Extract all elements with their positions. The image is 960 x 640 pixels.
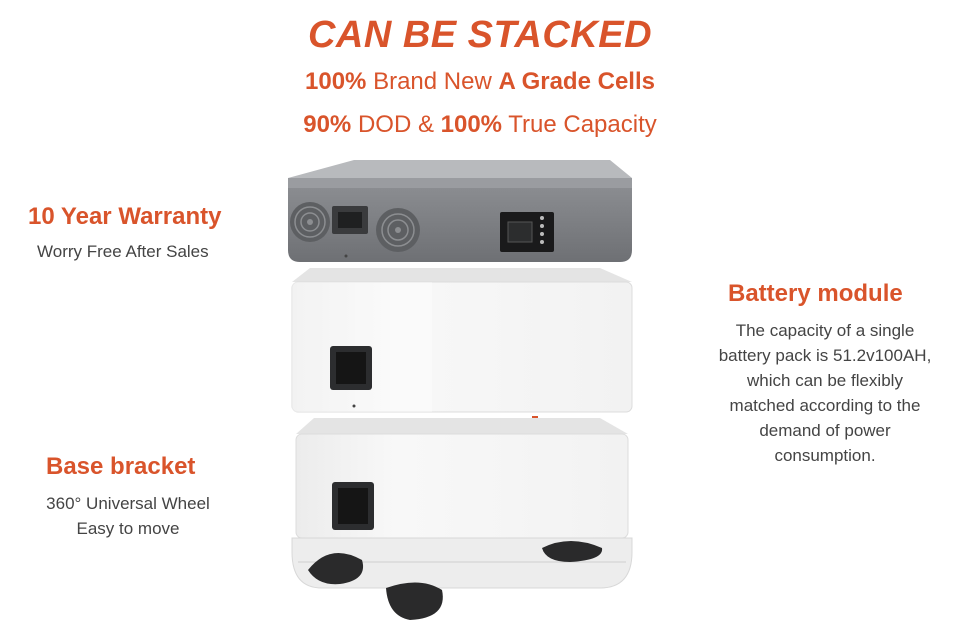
battery-line: which can be flexibly	[747, 371, 903, 390]
warranty-line: Worry Free After Sales	[37, 242, 209, 261]
handle-icon	[332, 482, 374, 530]
battery-line: consumption.	[774, 446, 876, 465]
base-bracket	[291, 537, 633, 620]
battery-line: The capacity of a single	[735, 321, 915, 340]
warranty-text: Worry Free After Sales	[37, 239, 209, 264]
subheadline-dod-pct: 90%	[303, 111, 352, 138]
base-line: 360° Universal Wheel	[46, 494, 210, 513]
wheel-icon	[542, 541, 603, 562]
battery-module-1	[291, 268, 633, 413]
fan-icon	[290, 202, 330, 242]
handle-icon	[330, 346, 372, 390]
module-front	[291, 281, 633, 413]
battery-line: matched according to the	[729, 396, 921, 415]
subheadline-capacity-pct: 100%	[440, 111, 503, 138]
base-bracket-text: 360° Universal Wheel Easy to move	[28, 491, 228, 541]
battery-module-2	[295, 418, 629, 550]
wheel-icon	[386, 582, 443, 620]
controller-unit	[288, 160, 632, 262]
headline: CAN BE STACKED	[307, 14, 653, 56]
subheadline-cells-text: Brand New	[366, 68, 499, 95]
subheadline-cells-grade: A Grade Cells	[498, 68, 655, 95]
battery-module-text: The capacity of a single battery pack is…	[690, 318, 960, 468]
stacked-battery-illustration	[288, 160, 633, 620]
battery-module-title: Battery module	[728, 280, 903, 307]
base-bracket-title: Base bracket	[46, 453, 196, 480]
subheadline-cells-pct: 100%	[305, 68, 367, 95]
subheadline-capacity: 90% DOD & 100% True Capacity	[0, 111, 960, 139]
display-icon	[500, 212, 554, 252]
battery-line: demand of power	[759, 421, 891, 440]
warranty-title: 10 Year Warranty	[28, 203, 222, 230]
fan-icon	[376, 208, 420, 252]
wheel-icon	[308, 552, 364, 585]
base-line: Easy to move	[76, 519, 180, 538]
subheadline-dod-text: DOD &	[351, 111, 441, 138]
subheadline-capacity-text: True Capacity	[502, 111, 657, 138]
controller-top	[288, 160, 632, 178]
subheadline-cells: 100% Brand New A Grade Cells	[0, 68, 960, 96]
handle-icon	[332, 206, 368, 234]
battery-line: battery pack is 51.2v100AH,	[718, 346, 932, 365]
